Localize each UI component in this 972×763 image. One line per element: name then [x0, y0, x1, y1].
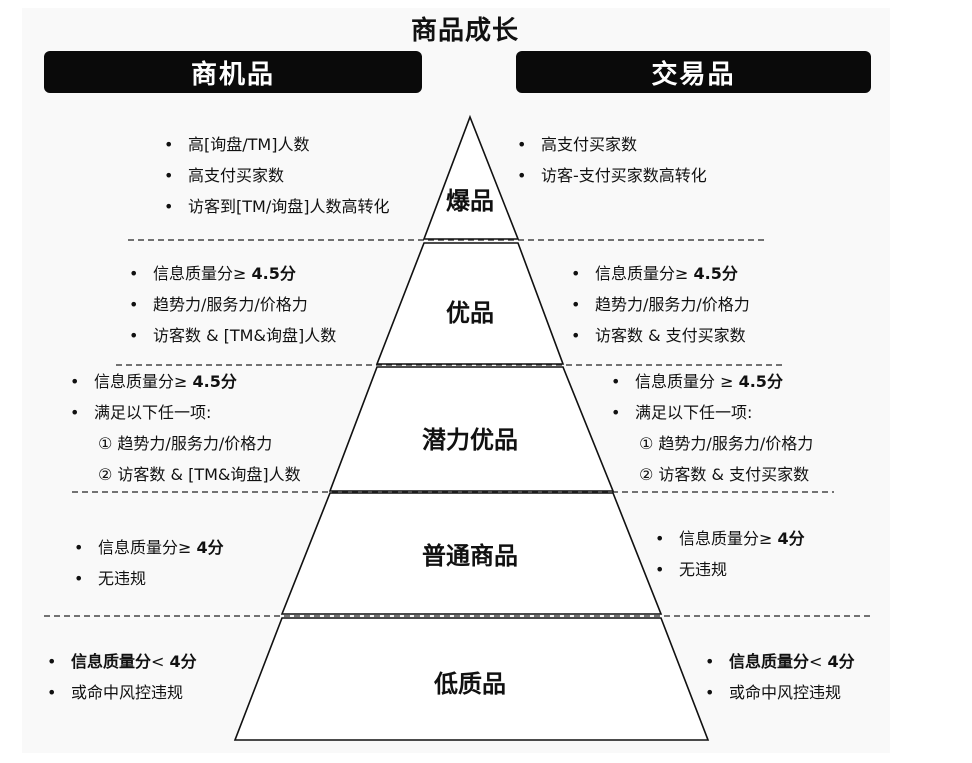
pyramid-tier-2 — [375, 242, 565, 365]
criteria-list-potential-opportunity: 信息质量分≥ 4.5分 满足以下任一项: ① 趋势力/服务力/价格力 ② 访客数… — [68, 366, 301, 490]
criteria-item: 信息质量分≥ 4.5分 — [68, 366, 301, 397]
criteria-item: 满足以下任一项: — [68, 397, 301, 428]
tier-label-low: 低质品 — [434, 670, 506, 698]
tier-label-potential: 潜力优品 — [422, 426, 518, 454]
header-opportunity-products: 商机品 — [44, 51, 422, 93]
criteria-item: 访客数 & 支付买家数 — [569, 320, 750, 351]
criteria-item: 信息质量分≥ 4.5分 — [569, 258, 750, 289]
criteria-item: 高支付买家数 — [515, 129, 707, 160]
criteria-item: 趋势力/服务力/价格力 — [569, 289, 750, 320]
criteria-list-quality-transaction: 信息质量分≥ 4.5分 趋势力/服务力/价格力 访客数 & 支付买家数 — [569, 258, 750, 351]
criteria-subitem: ① 趋势力/服务力/价格力 — [639, 434, 814, 453]
pyramid-tier-3 — [328, 366, 615, 492]
criteria-item: 满足以下任一项: — [609, 397, 813, 428]
header-transaction-products: 交易品 — [516, 51, 871, 93]
criteria-item: 高[询盘/TM]人数 — [162, 129, 389, 160]
criteria-item: 或命中风控违规 — [703, 677, 855, 708]
criteria-item: 信息质量分≥ 4分 — [653, 523, 805, 554]
criteria-item: 访客到[TM/询盘]人数高转化 — [162, 191, 389, 222]
criteria-item: 信息质量分≥ 4分 — [72, 532, 224, 563]
tier-label-quality: 优品 — [446, 299, 494, 327]
criteria-list-potential-transaction: 信息质量分 ≥ 4.5分 满足以下任一项: ① 趋势力/服务力/价格力 ② 访客… — [609, 366, 813, 490]
criteria-item: 高支付买家数 — [162, 160, 389, 191]
criteria-list-low-transaction: 信息质量分< 4分 或命中风控违规 — [703, 646, 855, 708]
criteria-item: 趋势力/服务力/价格力 — [127, 289, 336, 320]
criteria-list-regular-transaction: 信息质量分≥ 4分 无违规 — [653, 523, 805, 585]
criteria-list-hot-transaction: 高支付买家数 访客-支付买家数高转化 — [515, 129, 707, 191]
criteria-list-regular-opportunity: 信息质量分≥ 4分 无违规 — [72, 532, 224, 594]
criteria-item: 无违规 — [72, 563, 224, 594]
criteria-item: 信息质量分< 4分 — [45, 646, 197, 677]
criteria-item: 访客-支付买家数高转化 — [515, 160, 707, 191]
page-title: 商品成长 — [410, 16, 519, 46]
criteria-item: 访客数 & [TM&询盘]人数 — [127, 320, 336, 351]
criteria-subitem: ② 访客数 & [TM&询盘]人数 — [98, 465, 301, 484]
criteria-list-quality-opportunity: 信息质量分≥ 4.5分 趋势力/服务力/价格力 访客数 & [TM&询盘]人数 — [127, 258, 336, 351]
tier-label-regular: 普通商品 — [422, 542, 518, 570]
pyramid-tier-1 — [422, 114, 520, 240]
criteria-item: 或命中风控违规 — [45, 677, 197, 708]
criteria-list-low-opportunity: 信息质量分< 4分 或命中风控违规 — [45, 646, 197, 708]
criteria-item: 信息质量分≥ 4.5分 — [127, 258, 336, 289]
pyramid-tier-5 — [233, 617, 710, 741]
criteria-item: 信息质量分< 4分 — [703, 646, 855, 677]
pyramid-tier-4 — [280, 492, 663, 615]
criteria-item: 信息质量分 ≥ 4.5分 — [609, 366, 813, 397]
criteria-item: 无违规 — [653, 554, 805, 585]
criteria-list-hot-opportunity: 高[询盘/TM]人数 高支付买家数 访客到[TM/询盘]人数高转化 — [162, 129, 389, 222]
criteria-subitem: ② 访客数 & 支付买家数 — [639, 465, 810, 484]
tier-label-hot: 爆品 — [446, 187, 494, 215]
criteria-subitem: ① 趋势力/服务力/价格力 — [98, 434, 273, 453]
